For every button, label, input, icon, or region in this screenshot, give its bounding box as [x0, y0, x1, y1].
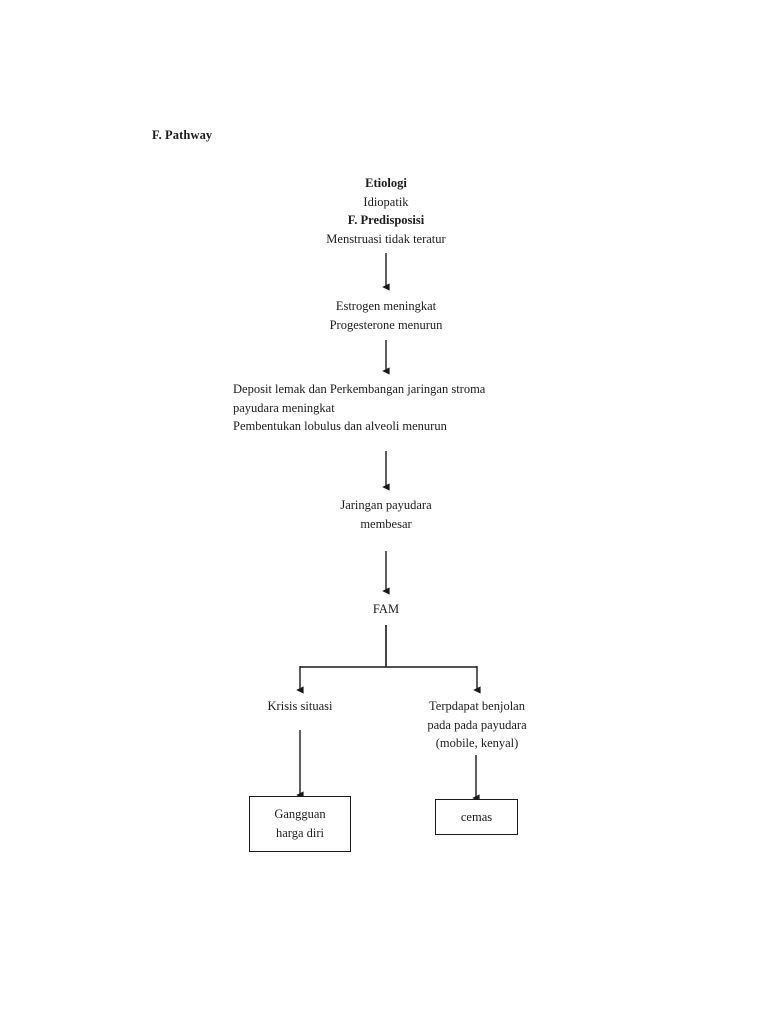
node-fam-line-1: FAM — [372, 602, 400, 616]
node-jaringan-line-1: Jaringan payudara — [340, 498, 432, 512]
node-hormon-change: Estrogen meningkat Progesterone menurun — [266, 297, 506, 334]
node-etiologi-line-3: F. Predisposisi — [347, 213, 425, 228]
box-cemas-line-1: cemas — [460, 809, 493, 824]
node-benjolan-line-2: pada pada payudara — [427, 717, 527, 732]
node-box-cemas: cemas — [435, 799, 518, 835]
node-deposit-line-3: Pembentukan lobulus dan alveoli menurun — [233, 419, 447, 434]
node-etiologi-line-2: Idiopatik — [363, 194, 409, 209]
node-jaringan-line-2: membesar — [360, 516, 412, 531]
node-hormon-line-1: Estrogen meningkat — [335, 299, 437, 313]
node-benjolan-line-3: (mobile, kenyal) — [435, 736, 519, 751]
node-box-gangguan-harga-diri: Gangguan harga diri — [249, 796, 351, 852]
node-etiologi: Etiologi Idiopatik F. Predisposisi Menst… — [266, 174, 506, 248]
node-deposit-lemak: Deposit lemak dan Perkembangan jaringan … — [233, 380, 653, 436]
node-krisis-situasi: Krisis situasi — [230, 697, 370, 716]
node-deposit-line-1: Deposit lemak dan Perkembangan jaringan … — [233, 382, 486, 396]
page-title: F. Pathway — [152, 128, 213, 142]
box-gangguan-line-1: Gangguan — [274, 807, 326, 822]
box-gangguan-text: Gangguan harga diri — [274, 805, 325, 842]
node-deposit-line-2: payudara meningkat — [233, 400, 335, 415]
node-jaringan-payudara: Jaringan payudara membesar — [266, 496, 506, 533]
node-krisis-line-1: Krisis situasi — [267, 699, 333, 713]
node-hormon-line-2: Progesterone menurun — [329, 317, 443, 332]
node-etiologi-line-4: Menstruasi tidak teratur — [326, 231, 446, 246]
node-terpdapat-benjolan: Terpdapat benjolan pada pada payudara (m… — [387, 697, 567, 753]
node-benjolan-line-1: Terpdapat benjolan — [429, 699, 525, 713]
node-fam: FAM — [306, 600, 466, 619]
box-cemas-text: cemas — [461, 808, 492, 827]
node-etiologi-line-1: Etiologi — [365, 176, 407, 190]
box-gangguan-line-2: harga diri — [275, 826, 325, 840]
